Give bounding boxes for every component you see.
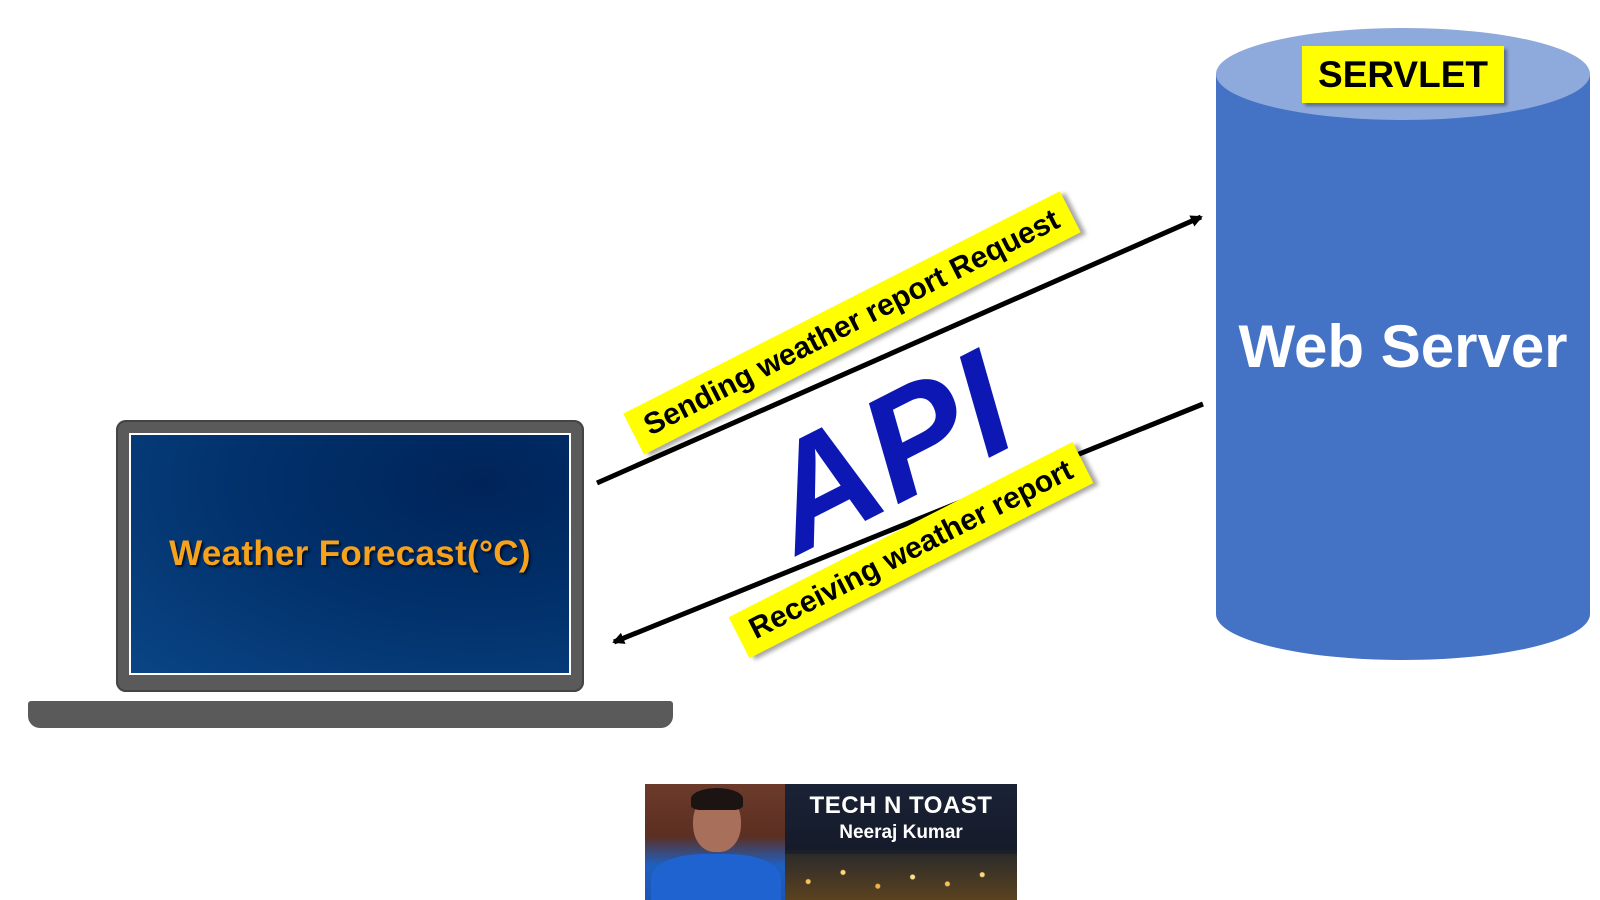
laptop-base [28,701,673,728]
city-lights-image [785,854,1017,900]
web-server-label: Web Server [1238,313,1568,380]
presenter-body [651,854,781,900]
server-cylinder-body [1216,74,1590,614]
channel-banner: TECH N TOAST Neeraj Kumar [645,784,1017,900]
channel-author: Neeraj Kumar [839,822,963,843]
presenter-photo [645,784,785,900]
request-arrow [595,214,1203,486]
channel-title: TECH N TOAST [809,792,993,819]
response-arrow [612,401,1204,645]
weather-forecast-title: Weather Forecast(°C) [169,534,531,573]
servlet-tag: SERVLET [1302,46,1504,103]
laptop-screen: Weather Forecast(°C) [129,433,571,675]
presenter-hair [691,788,743,810]
